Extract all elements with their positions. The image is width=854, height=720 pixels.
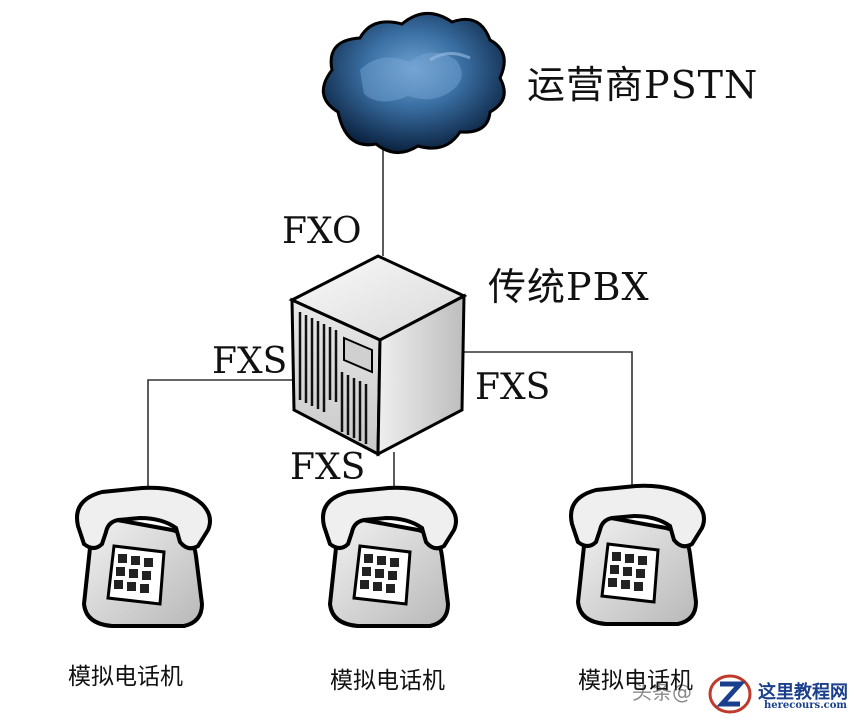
left-fxs-line — [147, 379, 296, 500]
watermark-site-url: herecours.com — [764, 700, 848, 711]
pbx-label: 传统PBX — [488, 265, 650, 309]
fxs-right-label: FXS — [475, 367, 551, 408]
site-logo-icon — [708, 674, 752, 714]
right-fxs-line — [455, 351, 633, 496]
watermark-credit: 头条@ — [632, 680, 692, 704]
connection-lines — [147, 148, 633, 500]
phone-3-label: 模拟电话机 — [578, 668, 693, 694]
phone-1-icon — [75, 485, 212, 628]
pstn-cloud-icon — [321, 12, 506, 154]
fxs-left-label: FXS — [212, 341, 288, 382]
phone-2-icon — [321, 485, 458, 628]
phone-2-label: 模拟电话机 — [330, 668, 445, 694]
watermark-site-name: 这里教程网 — [758, 682, 848, 703]
fxs-middle-label: FXS — [290, 447, 366, 488]
fxo-port-label: FXO — [282, 211, 362, 252]
pbx-icon — [288, 254, 468, 457]
phone-1-label: 模拟电话机 — [68, 664, 183, 690]
phone-3-icon — [569, 483, 706, 626]
watermark-logo: 这里教程网 herecours.com — [706, 672, 854, 716]
pstn-label: 运营商PSTN — [527, 63, 759, 107]
